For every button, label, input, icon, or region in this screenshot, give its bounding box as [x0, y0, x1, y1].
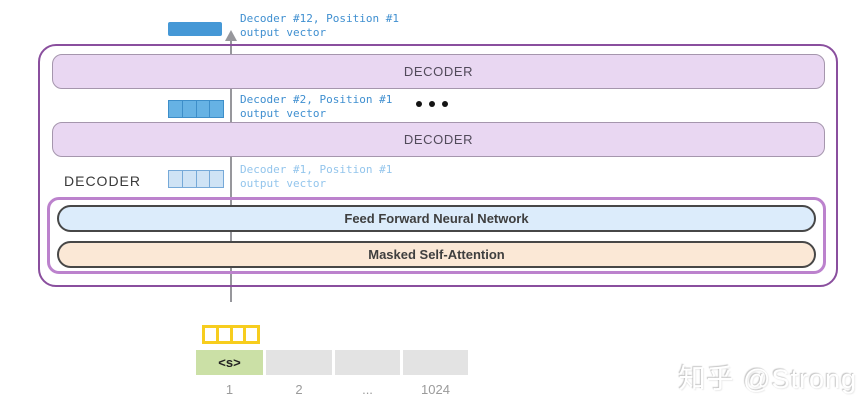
- position-label-ellipsis: ...: [362, 381, 373, 397]
- vector-cell: [205, 328, 216, 341]
- decoder-bar-top: DECODER: [52, 54, 825, 89]
- vector-cell: [246, 328, 257, 341]
- decoder-side-label: DECODER: [64, 173, 142, 189]
- token-cell-start: <s>: [196, 350, 263, 375]
- ellipsis-dots-icon: [416, 101, 448, 107]
- vector-cell: [168, 170, 183, 188]
- decoder-stack-box: [38, 44, 838, 287]
- vector-cell: [195, 100, 211, 118]
- token-cell-empty: [266, 350, 332, 375]
- vector-cell: [195, 170, 211, 188]
- decoder-internals-box: [47, 197, 826, 274]
- vector-cell: [232, 328, 244, 341]
- vector-cell: [209, 170, 224, 188]
- decoder12-output-vector: [168, 22, 222, 36]
- input-embedding-vector: [202, 325, 260, 344]
- decoder-bar-middle: DECODER: [52, 122, 825, 157]
- watermark: 知乎 @Strong: [678, 364, 857, 394]
- vector-cell: [209, 100, 224, 118]
- position-label-1: 1: [225, 381, 234, 397]
- vector-cell: [168, 100, 183, 118]
- position-label-2: 2: [295, 381, 303, 397]
- token-cell-empty: [403, 350, 468, 375]
- decoder12-output-label-line1: Decoder #12, Position #1: [240, 12, 399, 25]
- decoder1-output-label-line2: output vector: [240, 176, 327, 190]
- feed-forward-layer: Feed Forward Neural Network: [57, 205, 816, 232]
- flow-arrow-line: [230, 41, 232, 302]
- decoder1-output-label-line1: Decoder #1, Position #1: [240, 163, 393, 176]
- decoder2-output-label-line2: output vector: [240, 106, 327, 120]
- vector-cell: [181, 100, 197, 118]
- vector-cell: [181, 170, 197, 188]
- decoder2-output-vector: [168, 100, 224, 118]
- token-cell-empty: [335, 350, 400, 375]
- masked-self-attention-layer: Masked Self-Attention: [57, 241, 816, 268]
- vector-cell: [218, 328, 230, 341]
- decoder12-output-label-line2: output vector: [240, 25, 327, 39]
- decoder2-output-label-line1: Decoder #2, Position #1: [240, 93, 393, 106]
- flow-arrow-head-icon: [225, 30, 237, 41]
- decoder1-output-vector: [168, 170, 224, 188]
- position-label-1024: 1024: [421, 381, 450, 397]
